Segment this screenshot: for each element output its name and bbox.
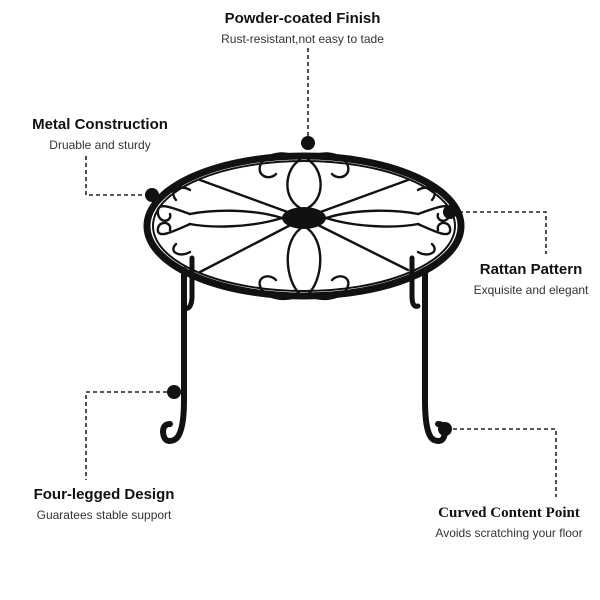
feature-four-legged: Four-legged Design Guaratees stable supp… [14, 486, 194, 523]
feature-title: Powder-coated Finish [224, 10, 381, 27]
feature-rattan-pattern: Rattan Pattern Exquisite and elegant [466, 261, 596, 298]
feature-curved-point: Curved Content Point Avoids scratching y… [420, 504, 598, 541]
feature-subtitle: Exquisite and elegant [473, 283, 589, 297]
feature-subtitle: Druable and sturdy [49, 138, 151, 152]
callout-dot-fourleg [167, 385, 181, 399]
top-ring [143, 152, 465, 300]
feature-subtitle: Avoids scratching your floor [435, 526, 583, 540]
feature-subtitle: Guaratees stable support [36, 508, 172, 522]
front-leg-left [159, 267, 187, 444]
callout-line-curved [446, 428, 557, 497]
feature-title: Curved Content Point [438, 505, 580, 521]
front-leg-right [422, 267, 449, 444]
callout-line-rattan [452, 211, 547, 254]
callout-dot-powder [301, 136, 315, 150]
front-legs [159, 267, 449, 444]
feature-metal-construction: Metal Construction Druable and sturdy [10, 116, 190, 153]
back-leg-right [409, 255, 421, 309]
feature-title: Metal Construction [32, 116, 168, 133]
feature-subtitle: Rust-resistant,not easy to tade [221, 32, 384, 46]
feature-powder-coated: Powder-coated Finish Rust-resistant,not … [170, 10, 435, 47]
feature-title: Rattan Pattern [479, 261, 583, 278]
callout-line-fourleg [85, 391, 174, 480]
feature-title: Four-legged Design [33, 486, 175, 503]
center-medallion [282, 207, 326, 229]
callout-line-metal [85, 156, 150, 196]
callout-lines [85, 48, 557, 497]
